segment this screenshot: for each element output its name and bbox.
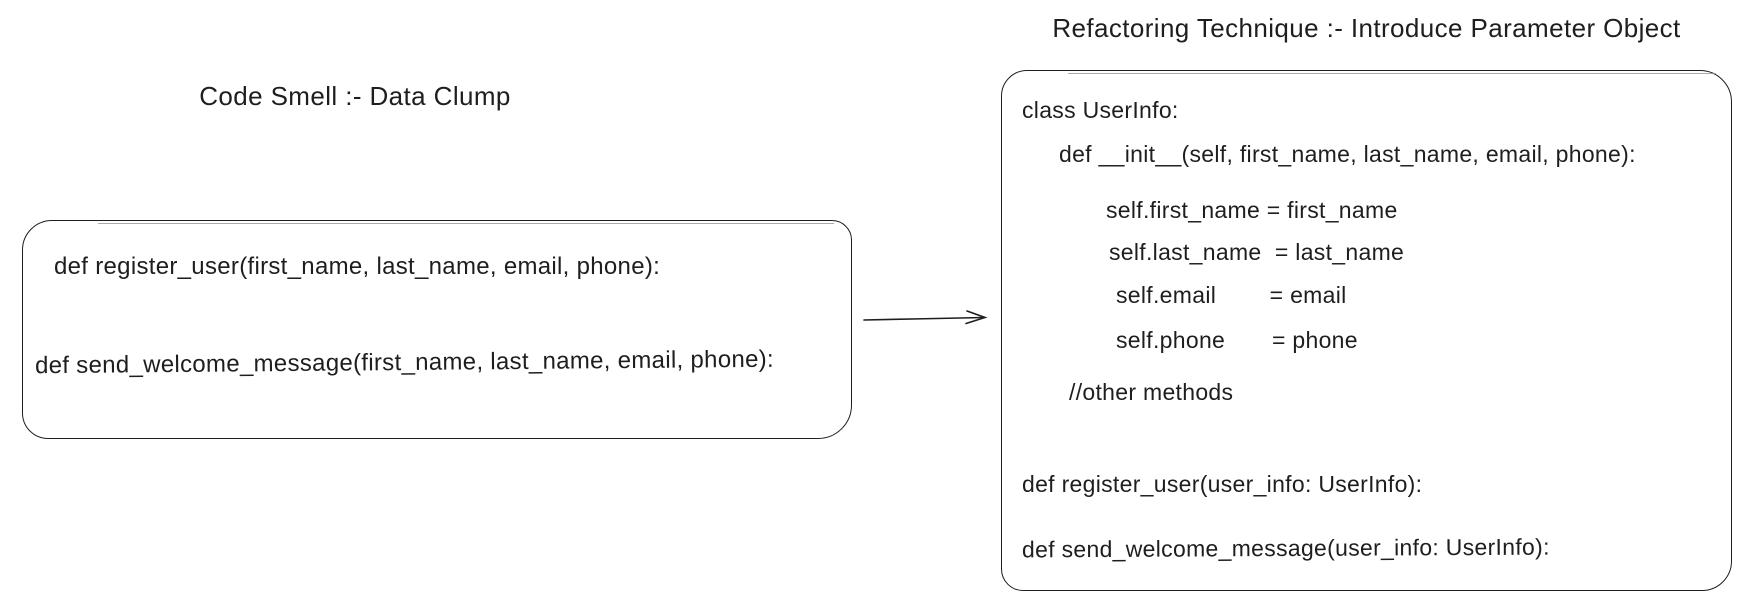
code-smell-box: def register_user(first_name, last_name,… [22,220,852,439]
code-line-init: def __init__(self, first_name, last_name… [1059,141,1636,167]
code-line-assign-last-name: self.last_name = last_name [1109,239,1405,265]
refactoring-technique-title: Refactoring Technique :- Introduce Param… [1052,13,1681,43]
code-line-assign-first-name: self.first_name = first_name [1106,197,1398,223]
code-line-send-welcome-refactored: def send_welcome_message(user_info: User… [1021,533,1550,563]
code-line-register-user-refactored: def register_user(user_info: UserInfo): [1022,471,1423,497]
sketch-stroke [1067,73,1717,74]
code-line-assign-email: self.email = email [1116,282,1347,308]
code-line-other-methods-comment: //other methods [1069,379,1234,405]
refactored-code-box: class UserInfo: def __init__(self, first… [1001,70,1732,591]
code-line-send-welcome-message: def send_welcome_message(first_name, las… [34,345,775,380]
sketch-stroke [97,223,835,224]
code-line-class-userinfo: class UserInfo: [1022,97,1179,123]
arrow-right-icon [862,308,994,328]
code-smell-title: Code Smell :- Data Clump [199,81,511,111]
code-line-register-user: def register_user(first_name, last_name,… [54,253,661,280]
code-line-assign-phone: self.phone = phone [1116,327,1358,353]
